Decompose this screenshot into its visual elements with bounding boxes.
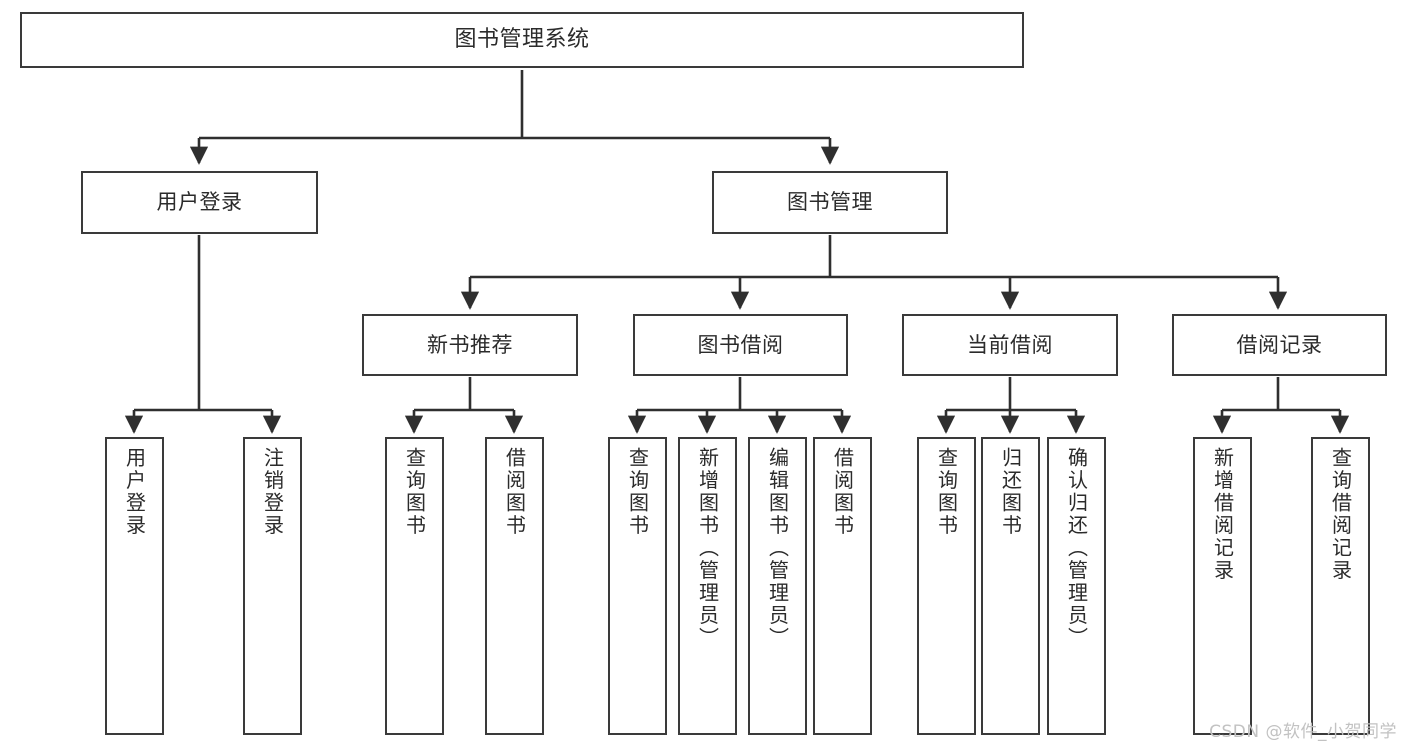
leaf-borrow-borrow-book[interactable]: 借阅图书 bbox=[813, 437, 872, 735]
node-label: 编辑图书（管理员） bbox=[765, 447, 790, 650]
node-label: 新增图书（管理员） bbox=[695, 447, 720, 650]
node-label: 图书管理系统 bbox=[454, 27, 590, 53]
node-label: 确认归还（管理员） bbox=[1064, 447, 1089, 650]
node-label: 注销登录 bbox=[260, 447, 285, 537]
node-label: 图书管理 bbox=[787, 190, 873, 215]
leaf-current-return-book[interactable]: 归还图书 bbox=[981, 437, 1040, 735]
node-label: 新书推荐 bbox=[427, 332, 513, 357]
node-root-book-management-system[interactable]: 图书管理系统 bbox=[20, 12, 1024, 68]
node-label: 查询图书 bbox=[625, 447, 650, 537]
leaf-record-add-borrow-record[interactable]: 新增借阅记录 bbox=[1193, 437, 1252, 735]
node-book-borrow[interactable]: 图书借阅 bbox=[633, 314, 848, 376]
node-label: 查询借阅记录 bbox=[1328, 447, 1353, 582]
leaf-borrow-add-book-admin[interactable]: 新增图书（管理员） bbox=[678, 437, 737, 735]
node-new-book-recommend[interactable]: 新书推荐 bbox=[362, 314, 578, 376]
node-label: 查询图书 bbox=[934, 447, 959, 537]
leaf-user-login[interactable]: 用户登录 bbox=[105, 437, 164, 735]
node-label: 归还图书 bbox=[998, 447, 1023, 537]
leaf-logout[interactable]: 注销登录 bbox=[243, 437, 302, 735]
leaf-recommend-query-book[interactable]: 查询图书 bbox=[385, 437, 444, 735]
watermark: CSDN @软件_小贺同学 bbox=[1209, 722, 1397, 742]
node-borrow-record[interactable]: 借阅记录 bbox=[1172, 314, 1387, 376]
node-label: 查询图书 bbox=[402, 447, 427, 537]
node-label: 新增借阅记录 bbox=[1210, 447, 1235, 582]
node-current-borrow[interactable]: 当前借阅 bbox=[902, 314, 1118, 376]
leaf-current-confirm-return-admin[interactable]: 确认归还（管理员） bbox=[1047, 437, 1106, 735]
node-user-login[interactable]: 用户登录 bbox=[81, 171, 318, 234]
node-book-management[interactable]: 图书管理 bbox=[712, 171, 948, 234]
node-label: 用户登录 bbox=[122, 447, 147, 537]
node-label: 借阅图书 bbox=[830, 447, 855, 537]
leaf-borrow-edit-book-admin[interactable]: 编辑图书（管理员） bbox=[748, 437, 807, 735]
leaf-borrow-query-book[interactable]: 查询图书 bbox=[608, 437, 667, 735]
leaf-record-query-borrow-record[interactable]: 查询借阅记录 bbox=[1311, 437, 1370, 735]
node-label: 当前借阅 bbox=[967, 332, 1053, 357]
node-label: 用户登录 bbox=[156, 190, 243, 215]
node-label: 借阅图书 bbox=[502, 447, 527, 537]
node-label: 图书借阅 bbox=[697, 332, 784, 357]
leaf-current-query-book[interactable]: 查询图书 bbox=[917, 437, 976, 735]
node-label: 借阅记录 bbox=[1236, 332, 1323, 357]
leaf-recommend-borrow-book[interactable]: 借阅图书 bbox=[485, 437, 544, 735]
